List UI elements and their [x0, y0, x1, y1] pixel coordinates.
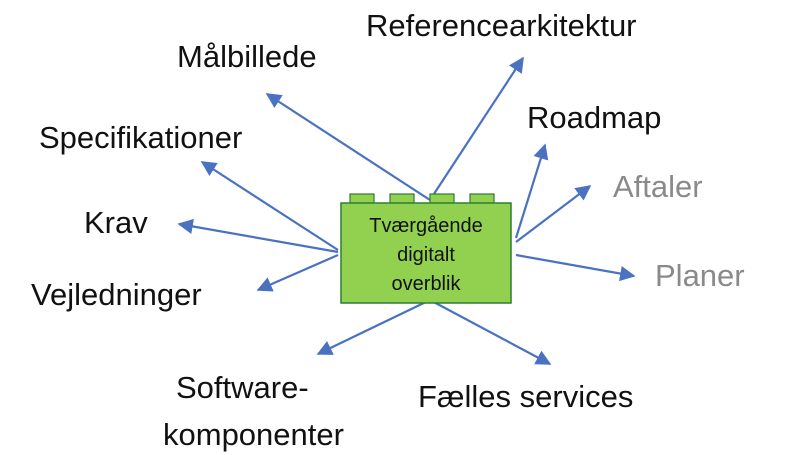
arrow-to-roadmap [514, 143, 549, 239]
arrow-to-krav [177, 218, 339, 254]
block-body [340, 202, 512, 304]
arrow-to-malbillede [265, 93, 431, 201]
label-software-line-1: Software- [176, 370, 309, 405]
label-roadmap: Roadmap [527, 100, 661, 135]
label-aftaler: Aftaler [613, 169, 703, 204]
label-software-line-2: komponenter [163, 417, 344, 452]
label-referencearkitektur: Referencearkitektur [366, 8, 637, 43]
arrow-to-faelles-services [429, 299, 552, 365]
label-krav: Krav [84, 205, 148, 240]
label-planer: Planer [655, 258, 745, 293]
label-specifikationer: Specifikationer [39, 120, 242, 155]
arrow-to-referencearkitektur [429, 56, 524, 201]
center-block: Tværgående digitalt overblik [340, 193, 512, 304]
arrow-to-vejledninger [256, 253, 339, 292]
center-line-3: overblik [392, 273, 462, 295]
arrow-to-specifikationer [200, 161, 339, 251]
label-malbillede: Målbillede [177, 39, 317, 74]
label-vejledninger: Vejledninger [31, 277, 202, 312]
center-line-1: Tværgående [369, 215, 482, 237]
arrow-to-software-komponenter [316, 299, 431, 355]
center-line-2: digitalt [397, 244, 455, 266]
label-faelles-services: Fælles services [418, 379, 633, 414]
arrow-to-aftaler [515, 185, 592, 243]
arrow-to-planer [515, 253, 636, 282]
